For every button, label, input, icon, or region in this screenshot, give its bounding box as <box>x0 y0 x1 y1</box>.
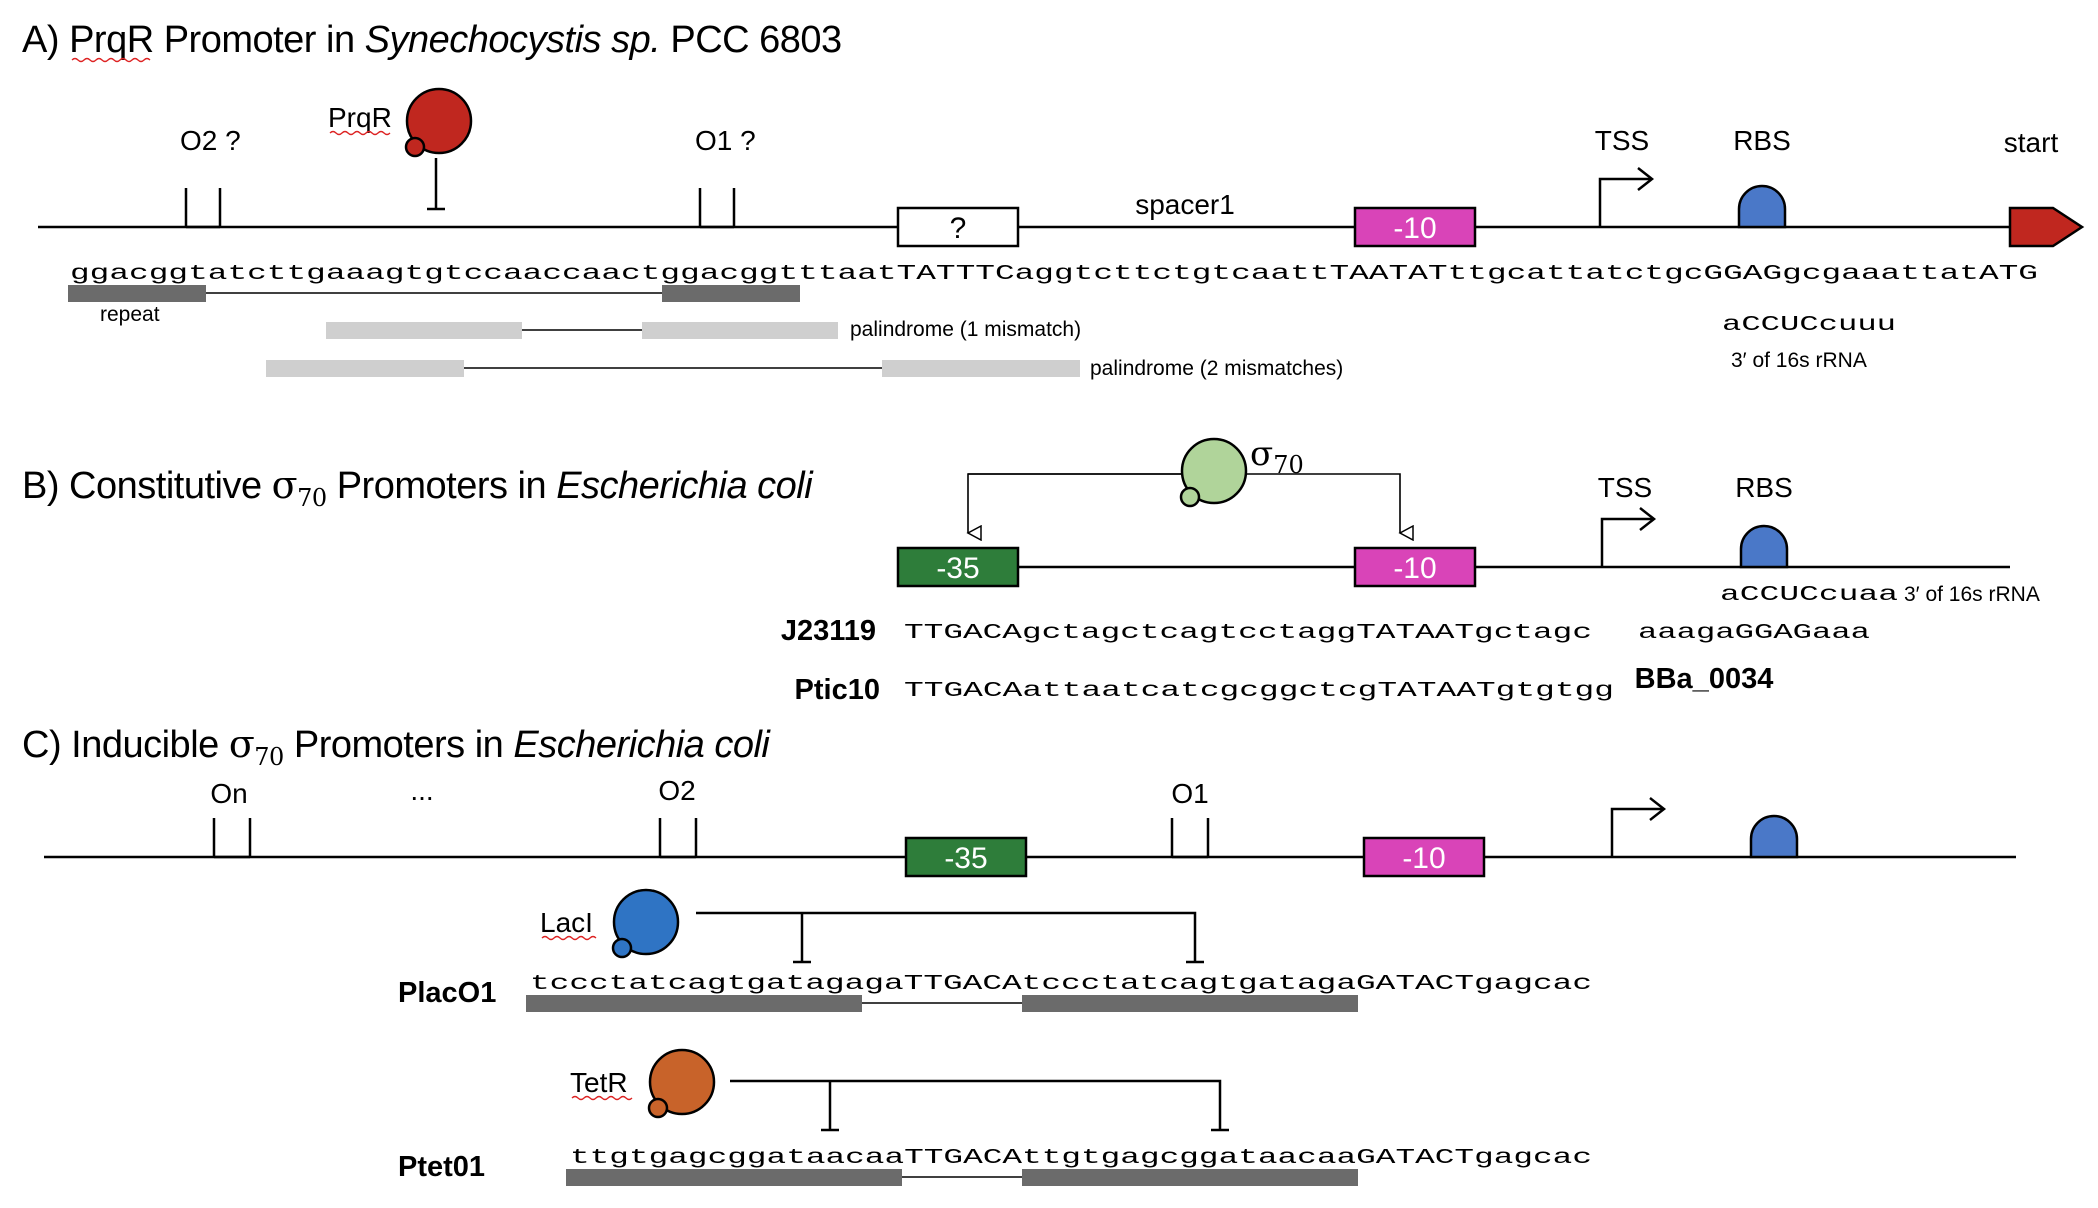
minus10-box-a <box>1353 206 1477 248</box>
operator-o2-site <box>184 188 222 229</box>
minus10-label-a: -10 <box>1393 212 1436 245</box>
placo1-bar-left <box>526 995 862 1012</box>
panel-c: C) Inducible σ70 Promoters in Escherichi… <box>22 722 2016 1186</box>
spellcheck-underline <box>541 935 597 941</box>
rbs-icon-c <box>1749 814 1799 859</box>
rbs-label-b: RBS <box>1735 472 1793 503</box>
prqr-body <box>405 87 473 155</box>
placo1-name: PlacO1 <box>398 977 496 1009</box>
tss-arrowhead-c <box>1649 797 1667 821</box>
spellcheck-underline <box>571 1095 633 1101</box>
tss-arrow-a <box>1598 177 1650 227</box>
laci-label: LacI <box>540 907 593 938</box>
unknown-minus35-box <box>896 206 1020 248</box>
tss-label-b: TSS <box>1598 472 1652 503</box>
ptet01-bar-left <box>566 1169 902 1186</box>
laci-repressor <box>611 888 680 959</box>
operator-o2-site-c <box>658 818 698 859</box>
sigma70-nub <box>1179 486 1201 508</box>
gene-start-arrow <box>2008 206 2085 248</box>
tetr-label: TetR <box>570 1067 628 1098</box>
tss-arrowhead-b <box>1639 507 1657 531</box>
placo1-sequence: tccctatcagtgatagagaTTGACAtccctatcagtgata… <box>530 973 1592 996</box>
operator-on-site <box>212 818 252 859</box>
prqr-label: PrqR <box>328 102 392 133</box>
ptic10-name: Ptic10 <box>795 674 880 706</box>
minus35-label-c: -35 <box>944 842 987 875</box>
minus35-box-c <box>904 836 1028 878</box>
repeat-bar-2 <box>662 285 800 302</box>
laci-body <box>612 888 680 956</box>
operator-on-label: On <box>210 778 247 809</box>
ptet01-bar-right <box>1022 1169 1358 1186</box>
minus10-label-c: -10 <box>1402 842 1445 875</box>
minus10-box-b <box>1353 546 1477 588</box>
ellipsis: ... <box>410 775 433 806</box>
palindrome1-label: palindrome (1 mismatch) <box>850 318 1081 341</box>
tetr-body <box>648 1048 716 1116</box>
operator-o1-label: O1 ? <box>695 125 756 156</box>
panel-a: A) PrqR Promoter in Synechocystis sp. PC… <box>22 19 2085 380</box>
palindrome1-bar-left <box>326 322 522 339</box>
tss-label-a: TSS <box>1595 125 1649 156</box>
spacer-label: spacer1 <box>1135 189 1235 220</box>
minus35-box-b <box>896 546 1020 588</box>
start-label: start <box>2004 127 2059 158</box>
repeat-label: repeat <box>100 303 160 326</box>
prqr-promoter-sequence: ggacggtatcttgaaagtgtccaaccaactggacggttta… <box>70 263 2038 286</box>
ptet01-sequence: ttgtgagcggataacaaTTGACAttgtgagcggataacaa… <box>570 1147 1592 1170</box>
rbs-icon-b <box>1739 524 1789 569</box>
sigma-connector-left <box>968 473 1190 533</box>
panel-b: B) Constitutive σ70 Promoters in Escheri… <box>22 434 2040 706</box>
repeat-bar-1 <box>68 285 206 302</box>
tetr-connector <box>730 1079 1222 1130</box>
j23119-name: J23119 <box>781 615 876 647</box>
rrna-sequence-a: aCCUCcuuu <box>1722 314 1896 337</box>
operator-o2-label: O2 ? <box>180 125 241 156</box>
palindrome2-bar-left <box>266 360 464 377</box>
spellcheck-underline <box>329 130 391 136</box>
operator-o2-label-c: O2 <box>658 775 695 806</box>
j23119-sequence: TTGACAgctagctcagtcctaggTATAATgctagc <box>904 622 1592 645</box>
spellcheck-underline <box>71 57 151 63</box>
palindrome1-bar-right <box>642 322 838 339</box>
ptic10-sequence: TTGACAattaatcatcgcggctcgTATAATgtgtgg <box>904 680 1614 703</box>
minus35-label-b: -35 <box>936 552 979 585</box>
bba-0034-name: BBa_0034 <box>1635 663 1774 695</box>
rbs-icon-a <box>1737 184 1787 229</box>
prqr-nub <box>404 136 426 158</box>
unknown-box-label: ? <box>950 212 967 245</box>
palindrome2-label: palindrome (2 mismatches) <box>1090 357 1343 380</box>
panel-b-title: B) Constitutive σ70 Promoters in Escheri… <box>22 463 814 512</box>
placo1-bar-right <box>1022 995 1358 1012</box>
operator-o1-label-c: O1 <box>1171 778 1208 809</box>
palindrome2-bar-right <box>882 360 1080 377</box>
bba-0034-sequence: aaagaGGAGaaa <box>1638 622 1870 645</box>
minus10-box-c <box>1362 836 1486 878</box>
tss-arrow-c <box>1610 807 1662 857</box>
ptet01-name: Ptet01 <box>398 1151 485 1183</box>
tss-arrowhead-a <box>1637 167 1655 191</box>
operator-o1-site-c <box>1170 818 1210 859</box>
operator-o1-site <box>698 188 736 229</box>
sigma70-factor <box>1179 437 1248 508</box>
tetr-repressor <box>647 1048 716 1119</box>
sigma70-body <box>1180 437 1248 505</box>
tss-arrow-b <box>1600 517 1652 567</box>
sigma70-label: σ70 <box>1250 434 1304 479</box>
minus10-label-b: -10 <box>1393 552 1436 585</box>
prqr-repressor <box>404 87 473 211</box>
panel-c-title: C) Inducible σ70 Promoters in Escherichi… <box>22 722 771 771</box>
tetr-nub <box>647 1097 669 1119</box>
rrna-sequence-b: aCCUCcuaa <box>1720 584 1898 607</box>
rrna-label-b: 3′ of 16s rRNA <box>1904 583 2040 606</box>
laci-nub <box>611 937 633 959</box>
rrna-label-a: 3′ of 16s rRNA <box>1731 349 1867 372</box>
rbs-label-a: RBS <box>1733 125 1791 156</box>
laci-connector <box>696 911 1197 962</box>
panel-a-title: A) PrqR Promoter in Synechocystis sp. PC… <box>22 19 842 61</box>
